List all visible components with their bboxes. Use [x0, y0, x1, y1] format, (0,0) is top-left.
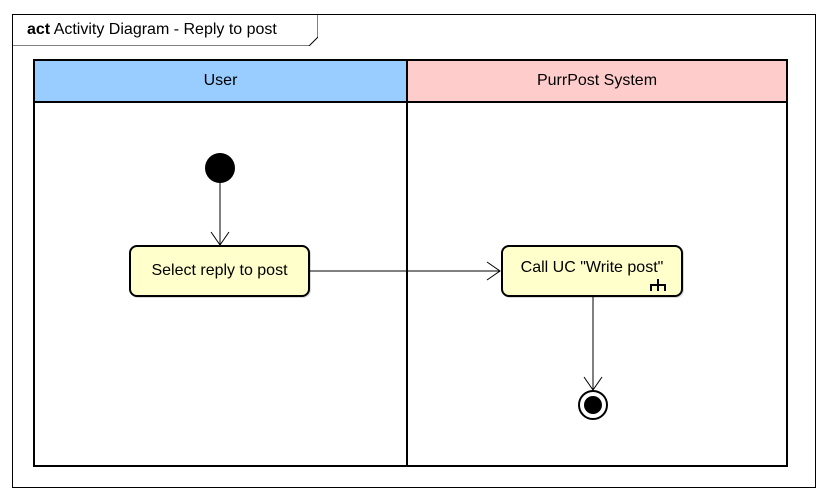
frame-title: act Activity Diagram - Reply to post — [27, 21, 277, 39]
lane-body-purrpost-system — [406, 101, 788, 467]
lane-label-purrpost-system: PurrPost System — [536, 72, 658, 89]
action-label: Select reply to post — [151, 262, 288, 279]
frame-label-tab: act Activity Diagram - Reply to post — [12, 14, 318, 46]
frame-tab-outline — [12, 14, 318, 46]
frame-keyword: act — [27, 21, 51, 38]
rake-icon — [650, 279, 666, 291]
lane-header-purrpost-system: PurrPost System — [406, 59, 788, 103]
action-select-reply-to-post[interactable]: Select reply to post — [129, 245, 310, 297]
frame-name: Activity Diagram - Reply to post — [53, 21, 277, 38]
action-call-uc-write-post[interactable]: Call UC "Write post" — [501, 245, 683, 297]
action-label: Call UC "Write post" — [520, 259, 664, 276]
lane-label-user: User — [203, 72, 238, 89]
lane-header-user: User — [33, 59, 408, 103]
diagram-frame — [12, 14, 816, 488]
